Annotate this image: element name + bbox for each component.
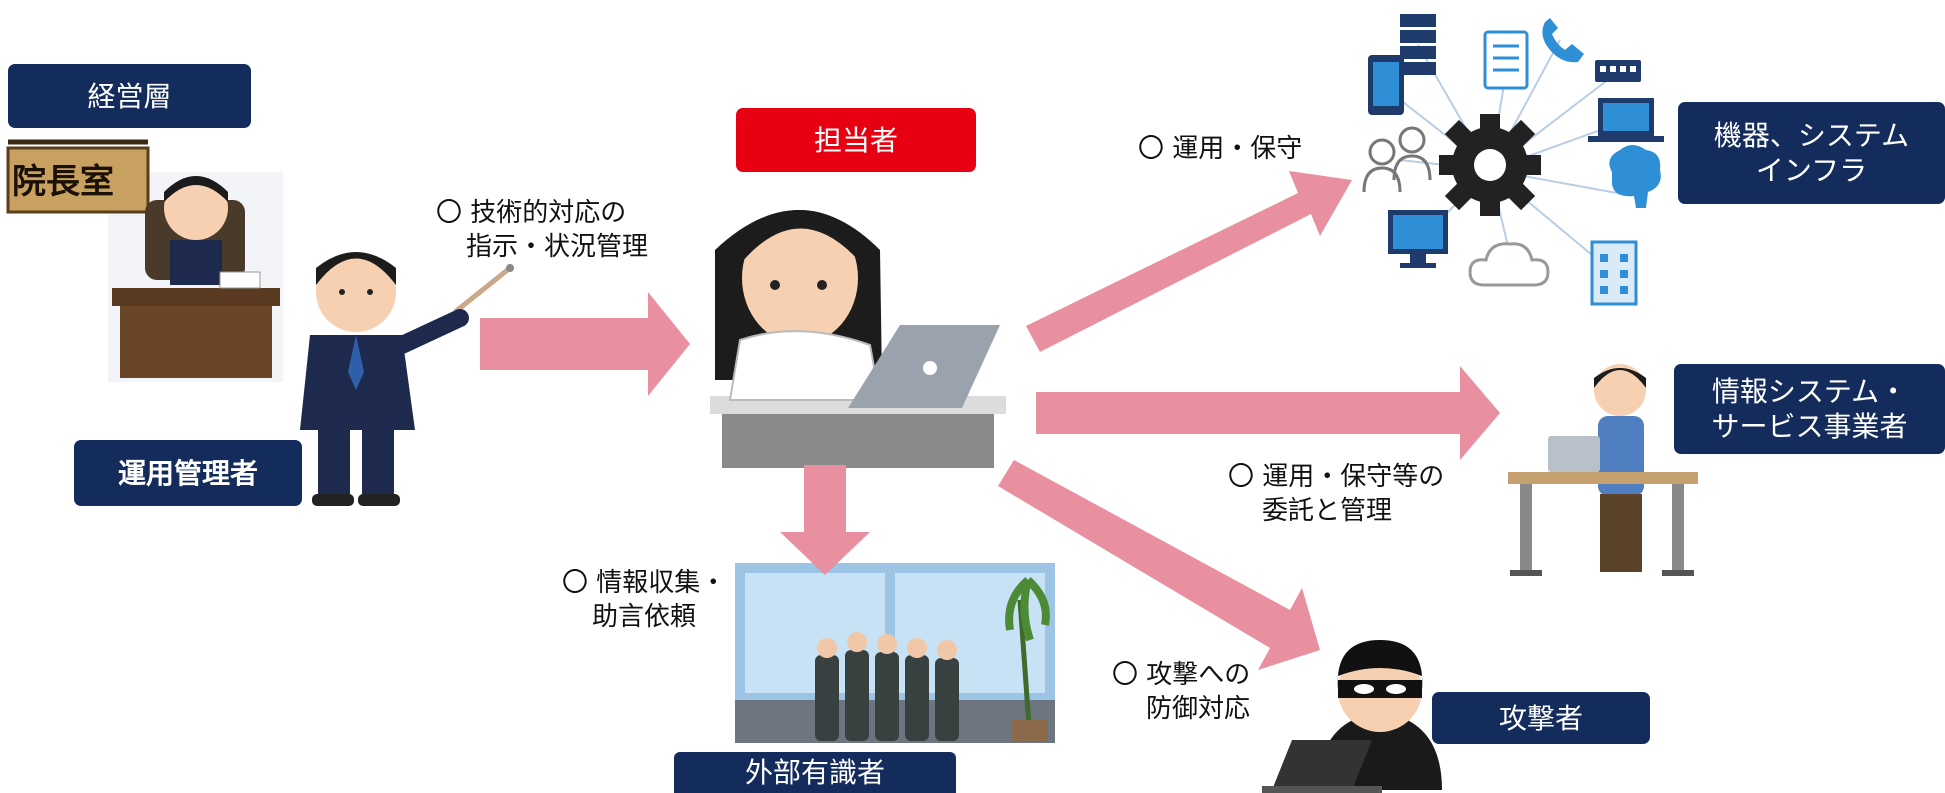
cloud-icon xyxy=(1468,242,1550,287)
laptop-icon xyxy=(1588,98,1664,142)
flow-label-operation-text: 〇 運用・保守 xyxy=(1138,134,1303,164)
flow-arrows xyxy=(480,171,1500,670)
attacker-label: 攻撃者 xyxy=(1498,701,1583,735)
network-switch-icon xyxy=(1595,60,1641,82)
experts-label: 外部有識者 xyxy=(744,756,885,789)
tablet-icon xyxy=(1368,55,1404,115)
flow-label-instruction-line2: 指示・状況管理 xyxy=(466,232,649,262)
equipment-label-line1: 機器、システム xyxy=(1713,119,1910,152)
equipment-box: 機器、システム インフラ xyxy=(1678,102,1945,204)
person-in-charge-box: 担当者 xyxy=(736,108,976,172)
external-experts-illustration xyxy=(735,563,1055,743)
attacker-illustration xyxy=(1262,640,1442,793)
operations-manager-illustration xyxy=(300,252,514,506)
building-icon xyxy=(1590,240,1638,306)
arrow-staff-to-vendor xyxy=(1036,366,1500,460)
document-icon xyxy=(1483,30,1529,90)
flow-label-advice-line1: 〇 情報収集・ xyxy=(562,568,727,598)
management-label: 経営層 xyxy=(87,79,172,113)
it-vendor-illustration xyxy=(1508,364,1698,576)
flow-label-defense-line1: 〇 攻撃への xyxy=(1112,660,1251,690)
flow-label-advice-line2: 助言依頼 xyxy=(592,602,697,632)
users-icon xyxy=(1362,126,1432,193)
operations-manager-label: 運用管理者 xyxy=(117,456,258,490)
server-icon xyxy=(1400,14,1436,75)
flow-label-advice: 〇 情報収集・ 助言依頼 xyxy=(562,566,726,634)
equipment-label-line2: インフラ xyxy=(1755,154,1868,187)
management-box: 経営層 xyxy=(8,64,251,128)
it-vendor-label-line1: 情報システム・ xyxy=(1711,375,1908,408)
arrow-staff-to-equipment xyxy=(1026,171,1352,352)
person-in-charge-label: 担当者 xyxy=(813,123,898,157)
flow-label-defense: 〇 攻撃への 防御対応 xyxy=(1112,658,1250,726)
flow-label-outsourcing-line1: 〇 運用・保守等の xyxy=(1228,462,1445,492)
director-room-illustration xyxy=(6,139,283,382)
it-vendor-box: 情報システム・ サービス事業者 xyxy=(1674,364,1945,454)
flow-label-instruction: 〇 技術的対応の 指示・状況管理 xyxy=(436,196,648,264)
arrow-manager-to-staff xyxy=(480,292,690,396)
brain-icon xyxy=(1609,145,1661,208)
flow-label-outsourcing-line2: 委託と管理 xyxy=(1262,496,1393,526)
person-in-charge-illustration xyxy=(710,210,1006,468)
it-vendor-label-line2: サービス事業者 xyxy=(1711,410,1908,443)
attacker-box: 攻撃者 xyxy=(1432,692,1650,744)
operations-manager-box: 運用管理者 xyxy=(74,440,302,506)
director-room-sign: 院長室 xyxy=(12,162,114,202)
experts-box: 外部有識者 xyxy=(674,752,956,793)
equipment-cluster xyxy=(1362,14,1664,306)
monitor-icon xyxy=(1388,210,1448,268)
arrow-staff-to-experts xyxy=(780,465,870,575)
flow-label-defense-line2: 防御対応 xyxy=(1146,694,1251,724)
phone-icon xyxy=(1542,18,1584,63)
flow-label-outsourcing: 〇 運用・保守等の 委託と管理 xyxy=(1228,460,1444,528)
gear-icon xyxy=(1439,114,1541,216)
director-room-sign-text: 院長室 xyxy=(12,162,114,202)
flow-label-instruction-line1: 〇 技術的対応の xyxy=(436,198,627,228)
flow-label-operation: 〇 運用・保守 xyxy=(1138,132,1302,166)
arrow-staff-to-attacker xyxy=(998,460,1320,670)
